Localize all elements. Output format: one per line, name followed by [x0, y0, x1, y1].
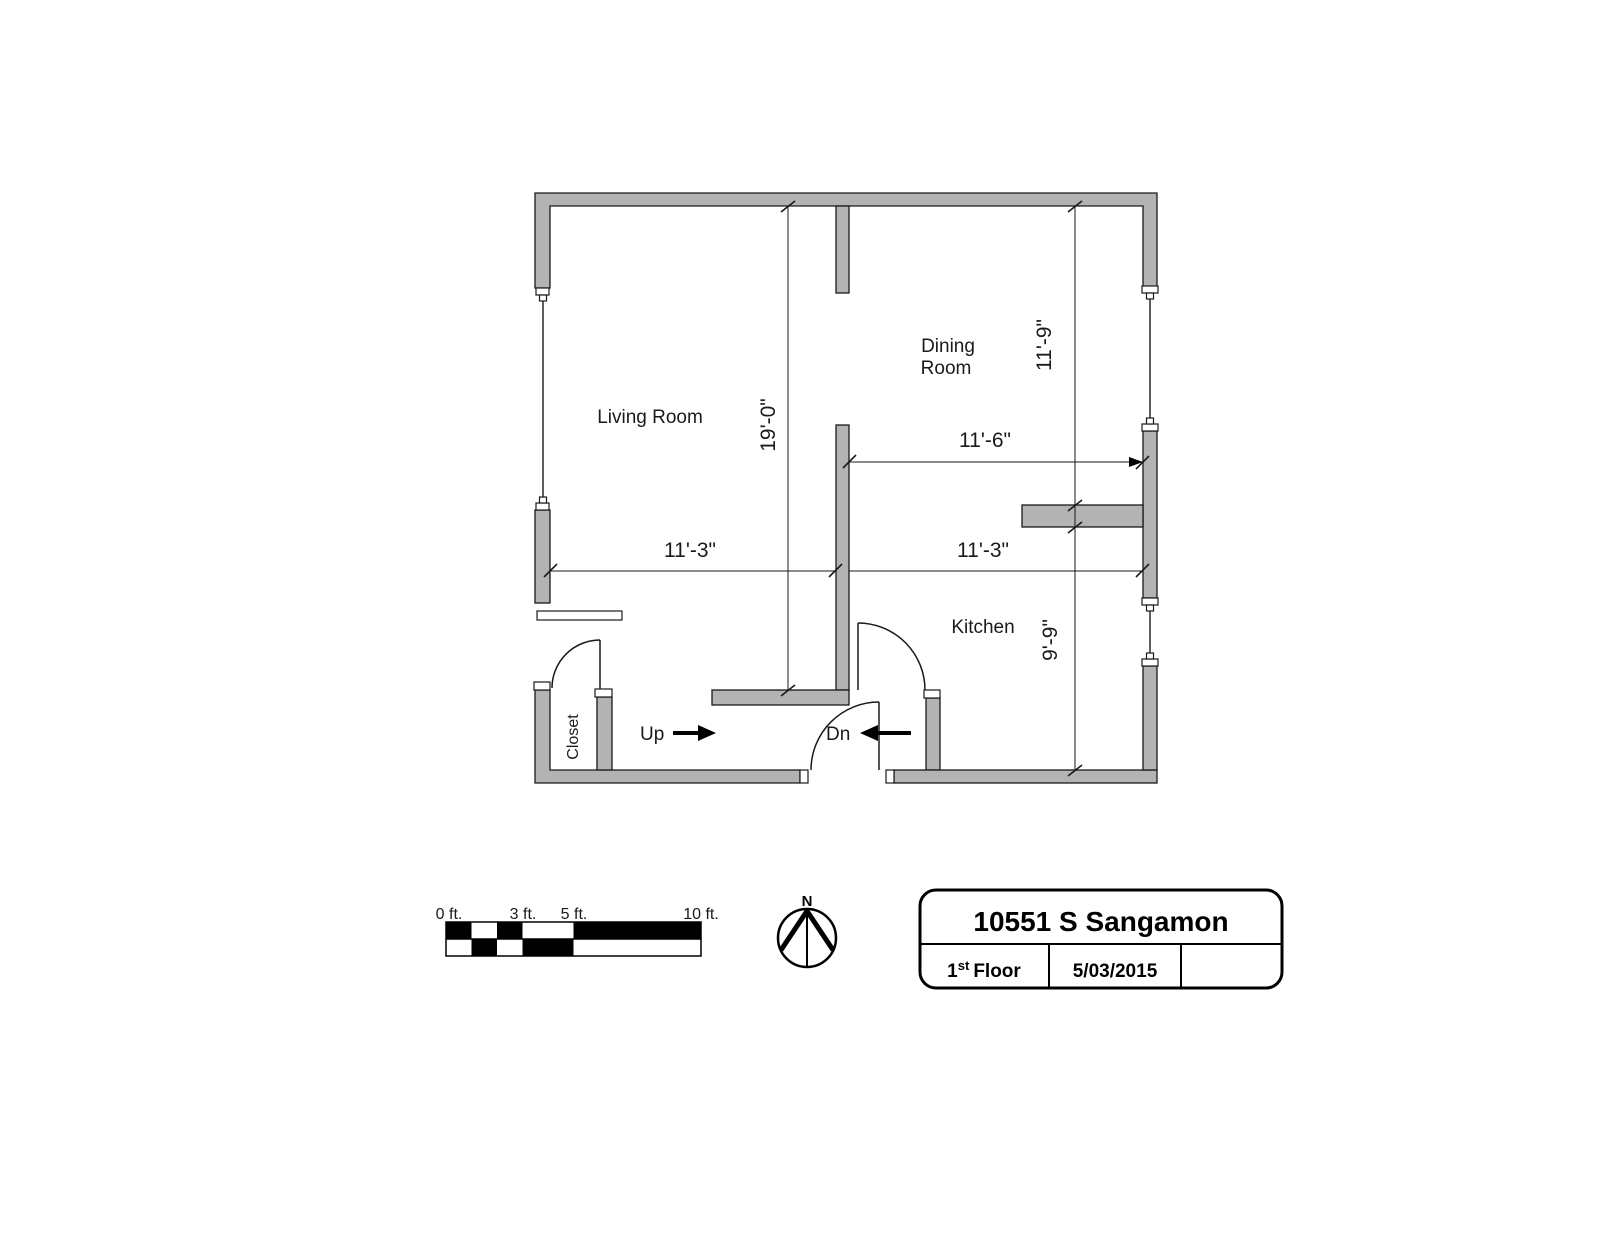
room-label-living: Living Room [597, 407, 703, 428]
dim-tick [1067, 499, 1083, 512]
dim-label-dining-width: 11'-6" [959, 429, 1011, 452]
floor-ordinal-superscript: st [958, 958, 970, 973]
window-dining-nub-top [1145, 292, 1155, 300]
walls [534, 192, 1158, 784]
dim-tick [1067, 521, 1083, 534]
window-left-nub-top [538, 294, 548, 302]
scale-label-10ft: 10 ft. [683, 906, 719, 923]
window-kitchen-nub-bottom [1145, 652, 1155, 660]
dim-tick [1067, 764, 1083, 777]
wall-closet-east [596, 696, 613, 771]
compass-chord-right [804, 909, 836, 952]
room-label-dining-line2: Room [921, 358, 972, 379]
window-left-cap-top [535, 287, 550, 296]
dimension-lines [543, 200, 1150, 777]
window-dining-nub-bottom [1145, 417, 1155, 425]
dim-tick [780, 684, 796, 697]
window-kitchen-cap-bottom [1141, 658, 1159, 667]
windows [535, 285, 1159, 667]
doors [551, 622, 926, 771]
jamb-kitchen-door [923, 689, 941, 699]
dim-label-kitchen-width: 11'-3" [957, 539, 1009, 562]
scale-bar-segment [522, 939, 574, 956]
closet-door-swing-arc [551, 639, 601, 689]
stairs-down-arrow-head [860, 725, 878, 741]
wall-right-middle [1142, 430, 1158, 599]
room-label-dining-line1: Dining [921, 336, 975, 357]
dim-label-dining-height: 11'-9" [1033, 319, 1056, 371]
wall-hall-north [711, 689, 850, 706]
wall-center-stub [835, 205, 850, 294]
window-left-nub-bottom [538, 496, 548, 504]
wall-kitchen-west [925, 697, 941, 771]
room-labels: Living Room Dining Room Kitchen Closet [565, 336, 1015, 760]
room-label-closet: Closet [565, 714, 582, 760]
scale-label-5ft: 5 ft. [561, 906, 588, 923]
door-jambs [533, 681, 941, 784]
wall-header-living-south [536, 610, 623, 621]
dim-tick [1135, 455, 1150, 470]
dim-tick [1135, 563, 1150, 578]
scale-label-0ft: 0 ft. [436, 906, 463, 923]
jamb-closet-left [533, 681, 551, 691]
window-left-cap-bottom [535, 502, 550, 511]
dimension-labels: 19'-0" 11'-9" 9'-9" 11'-6" 11'-3" 11'-3" [664, 319, 1062, 661]
title-block-border [918, 888, 1284, 990]
wall-kitchen-north-stub [1021, 504, 1144, 528]
stair-annotations: Up Dn [640, 724, 911, 745]
dim-label-living-height: 19'-0" [757, 398, 780, 452]
title-block-date: 5/03/2015 [1073, 961, 1158, 982]
room-label-kitchen: Kitchen [951, 617, 1014, 638]
stairs-down-label: Dn [826, 724, 850, 745]
dim-tick [543, 563, 558, 578]
scale-label-3ft: 3 ft. [510, 906, 537, 923]
floor-number: 1 [947, 961, 958, 982]
scale-bar-segment [471, 939, 497, 956]
entry-door-swing-arc [810, 701, 880, 771]
dim-label-living-width: 11'-3" [664, 539, 716, 562]
dim-arrowhead [1129, 457, 1143, 467]
title-block-address: 10551 S Sangamon [973, 906, 1228, 937]
stairs-up-label: Up [640, 724, 664, 745]
dim-tick [828, 563, 843, 578]
dim-tick [1067, 200, 1083, 213]
north-compass: N [776, 893, 838, 969]
window-kitchen-nub-top [1145, 604, 1155, 612]
dim-tick [780, 200, 796, 213]
jamb-entry-right [885, 769, 895, 784]
jamb-closet-right [594, 688, 613, 698]
stairs-up-arrow-head [698, 725, 716, 741]
dim-tick [842, 454, 857, 469]
scale-bar: 0 ft. 3 ft. 5 ft. 10 ft. [436, 906, 719, 957]
floor-word: Floor [973, 961, 1021, 982]
window-dining-cap-top [1141, 285, 1159, 294]
compass-chord-left [778, 909, 810, 952]
compass-north-label: N [802, 893, 813, 910]
scale-bar-segment [497, 922, 523, 939]
window-kitchen-cap-top [1141, 597, 1159, 606]
kitchen-door-swing-arc [857, 622, 926, 691]
scale-bar-segment [573, 922, 701, 939]
window-dining-cap-bottom [1141, 423, 1159, 432]
wall-left-lower [534, 509, 551, 604]
wall-right-lower [1142, 665, 1158, 771]
dim-label-kitchen-height: 9'-9" [1039, 619, 1062, 661]
scale-bar-segment [446, 922, 472, 939]
jamb-entry-left [799, 769, 809, 784]
wall-bottom-right [893, 769, 1158, 784]
